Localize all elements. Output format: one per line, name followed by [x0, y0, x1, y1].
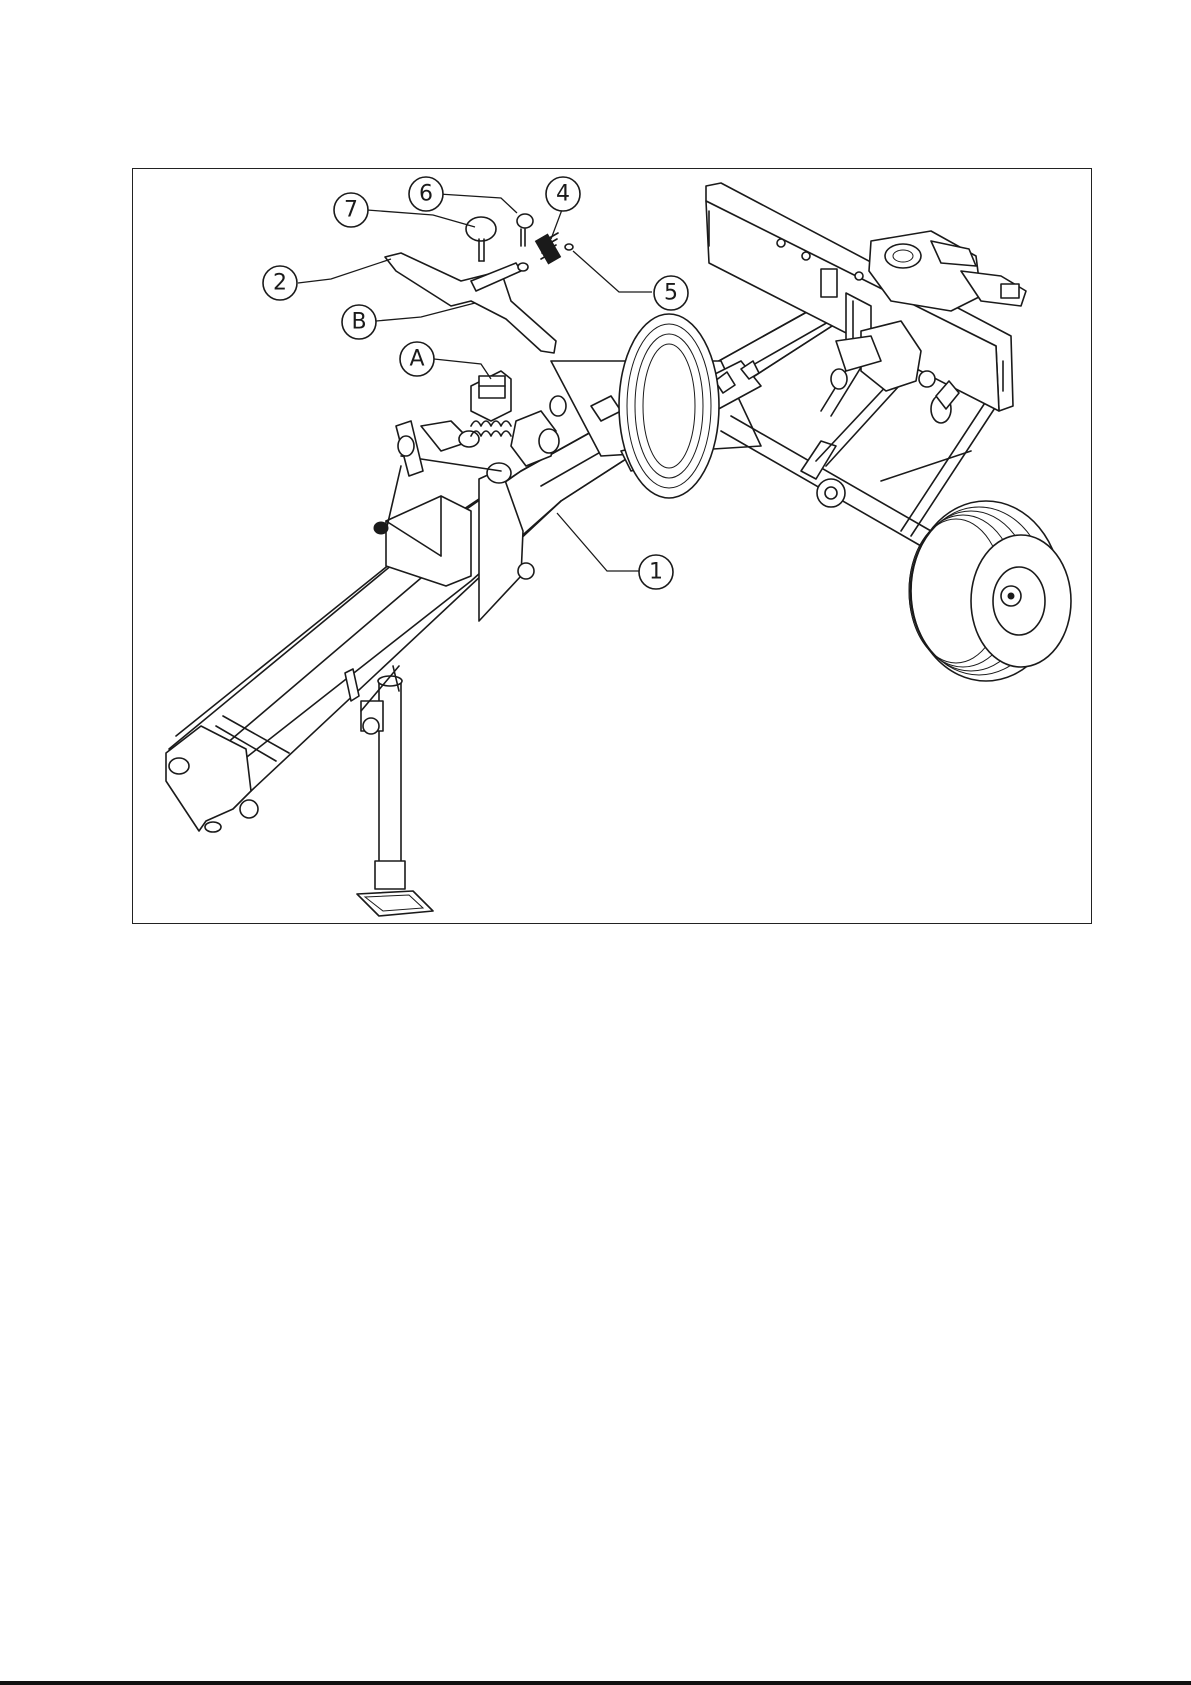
trailer-frame-diagram: 7 6 4 2 5 B A: [133, 169, 1090, 922]
callout-6: 6: [409, 177, 443, 211]
callout-7: 7: [334, 193, 368, 227]
front-wheel: [909, 501, 1071, 681]
rear-wheel: [619, 314, 719, 498]
part-2-latch-plate: [385, 253, 556, 353]
callout-5: 5: [654, 276, 688, 310]
part-7-ring-pin: [466, 217, 496, 261]
callout-5-label: 5: [664, 281, 678, 306]
figure-frame: 7 6 4 2 5 B A: [132, 168, 1092, 924]
callout-A-label: A: [409, 347, 424, 372]
callout-6-label: 6: [419, 182, 433, 207]
callout-B-label: B: [351, 310, 366, 335]
part-6-clip-pin: [517, 214, 533, 246]
callout-4: 4: [546, 177, 580, 211]
callout-4-label: 4: [556, 182, 570, 207]
callout-2-label: 2: [273, 271, 287, 296]
callout-A: A: [400, 342, 434, 376]
page-bottom-rule: [0, 1681, 1191, 1685]
callout-1-label: 1: [649, 560, 663, 585]
callout-B: B: [342, 305, 376, 339]
callout-7-label: 7: [344, 198, 358, 223]
callout-2: 2: [263, 266, 297, 300]
jack-stand: [345, 666, 433, 916]
part-5-washer: [565, 244, 573, 250]
latch-mechanism: [471, 371, 566, 466]
part-4-spring: [535, 233, 560, 264]
callout-1: 1: [639, 555, 673, 589]
